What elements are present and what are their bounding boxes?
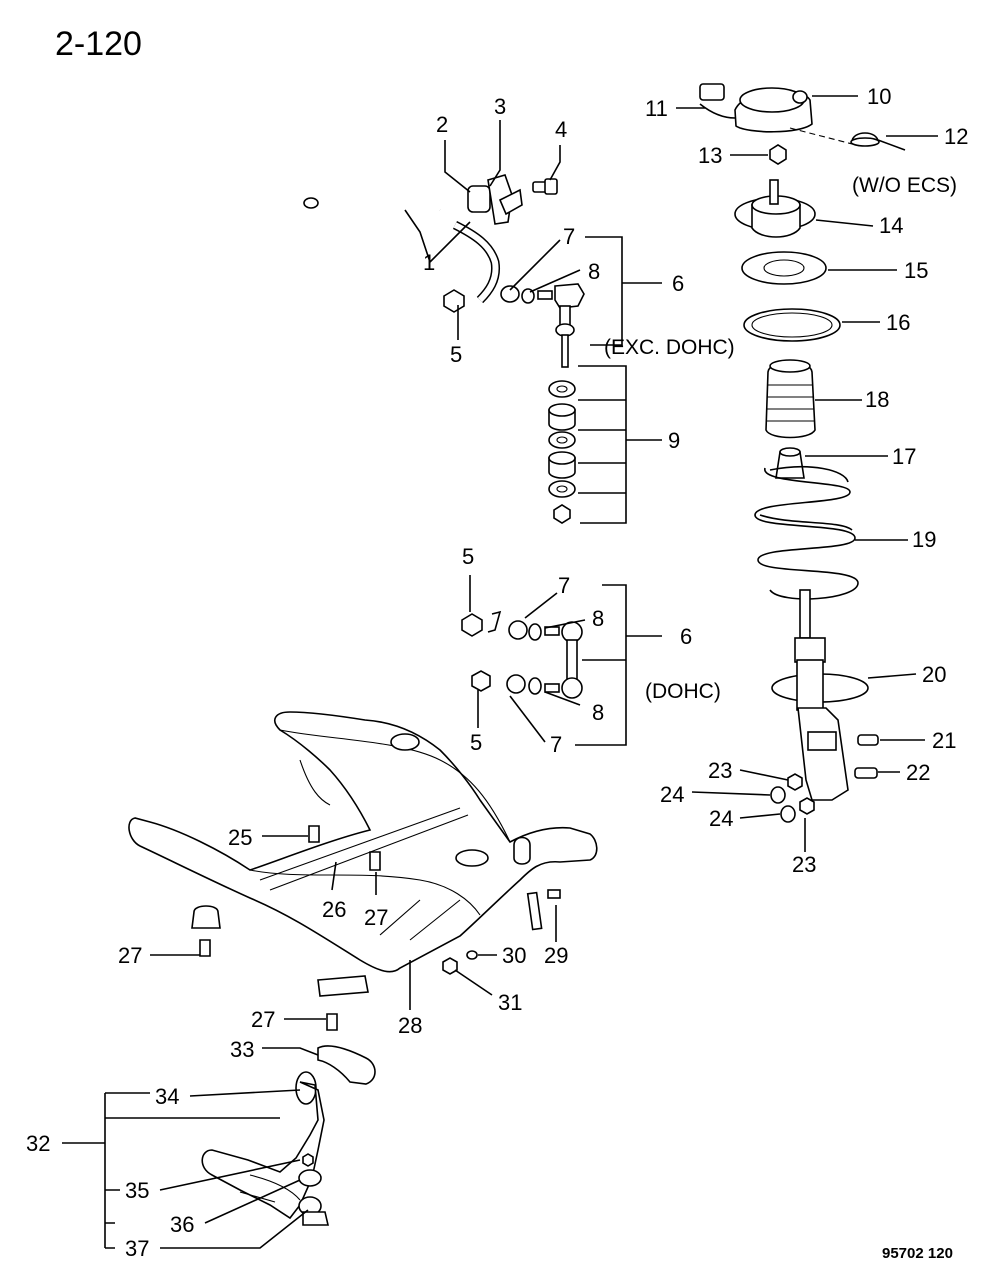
callout-18: 18 xyxy=(865,387,889,412)
leader-lines xyxy=(62,95,938,1249)
note-dohc: (DOHC) xyxy=(645,680,721,703)
callout-16: 16 xyxy=(886,310,910,335)
callout-14: 14 xyxy=(879,213,903,238)
callout-32: 32 xyxy=(26,1131,50,1156)
callout-7-dohc-lower: 7 xyxy=(550,732,562,757)
callout-8-dohc-upper: 8 xyxy=(592,606,604,631)
callout-11: 11 xyxy=(645,96,668,121)
callout-29: 29 xyxy=(544,943,568,968)
callout-24-upper: 24 xyxy=(660,782,684,807)
callout-5-dohc-lower: 5 xyxy=(470,730,482,755)
callout-6-dohc: 6 xyxy=(680,624,692,649)
callout-22: 22 xyxy=(906,760,930,785)
callout-34: 34 xyxy=(155,1084,179,1109)
callout-25: 25 xyxy=(228,825,252,850)
callout-2: 2 xyxy=(436,112,448,137)
callout-28: 28 xyxy=(398,1013,422,1038)
callout-26: 26 xyxy=(322,897,346,922)
callout-20: 20 xyxy=(922,662,946,687)
stabilizer-link-dohc xyxy=(461,610,583,699)
callout-7-exc-dohc: 7 xyxy=(563,224,575,249)
callout-9: 9 xyxy=(668,428,680,453)
stabilizer-bar-drawing xyxy=(303,174,558,313)
callout-27-b: 27 xyxy=(118,943,142,968)
callout-13: 13 xyxy=(698,143,722,168)
drawing-code: 95702 120 xyxy=(882,1245,953,1262)
callout-23-lower: 23 xyxy=(792,852,816,877)
callout-12: 12 xyxy=(944,124,968,149)
callout-35: 35 xyxy=(125,1178,149,1203)
callout-4: 4 xyxy=(555,117,567,142)
callout-19: 19 xyxy=(912,527,936,552)
stabilizer-link-exc-dohc xyxy=(500,283,585,368)
callout-31: 31 xyxy=(498,990,522,1015)
crossmember-drawing xyxy=(128,711,598,1031)
callout-5-exc-dohc: 5 xyxy=(450,342,462,367)
bushing-stack-9 xyxy=(548,380,576,524)
callout-6-exc-dohc: 6 xyxy=(672,271,684,296)
note-exc-dohc: (EXC. DOHC) xyxy=(604,336,735,359)
callout-37: 37 xyxy=(125,1236,149,1261)
callout-15: 15 xyxy=(904,258,928,283)
callout-17: 17 xyxy=(892,444,916,469)
callout-21: 21 xyxy=(932,728,956,753)
callout-23-upper: 23 xyxy=(708,758,732,783)
callout-1: 1 xyxy=(423,250,435,275)
callout-24-lower: 24 xyxy=(709,806,733,831)
callout-27-c: 27 xyxy=(251,1007,275,1032)
callout-5-dohc-upper: 5 xyxy=(462,544,474,569)
note-wo-ecs: (W/O ECS) xyxy=(852,174,957,197)
callout-8-exc-dohc: 8 xyxy=(588,259,600,284)
callout-27-a: 27 xyxy=(364,905,388,930)
callout-10: 10 xyxy=(867,84,891,109)
callout-8-dohc-lower: 8 xyxy=(592,700,604,725)
lower-arm-drawing xyxy=(201,1045,376,1226)
callout-3: 3 xyxy=(494,94,506,119)
callout-36: 36 xyxy=(170,1212,194,1237)
callout-33: 33 xyxy=(230,1037,254,1062)
callout-labels: 1 2 3 4 5 6 7 8 9 10 11 12 13 14 15 16 1… xyxy=(26,84,968,1261)
callout-7-dohc-upper: 7 xyxy=(558,573,570,598)
strut-assembly-drawing xyxy=(699,83,880,823)
callout-30: 30 xyxy=(502,943,526,968)
page-number: 2-120 xyxy=(55,25,142,63)
